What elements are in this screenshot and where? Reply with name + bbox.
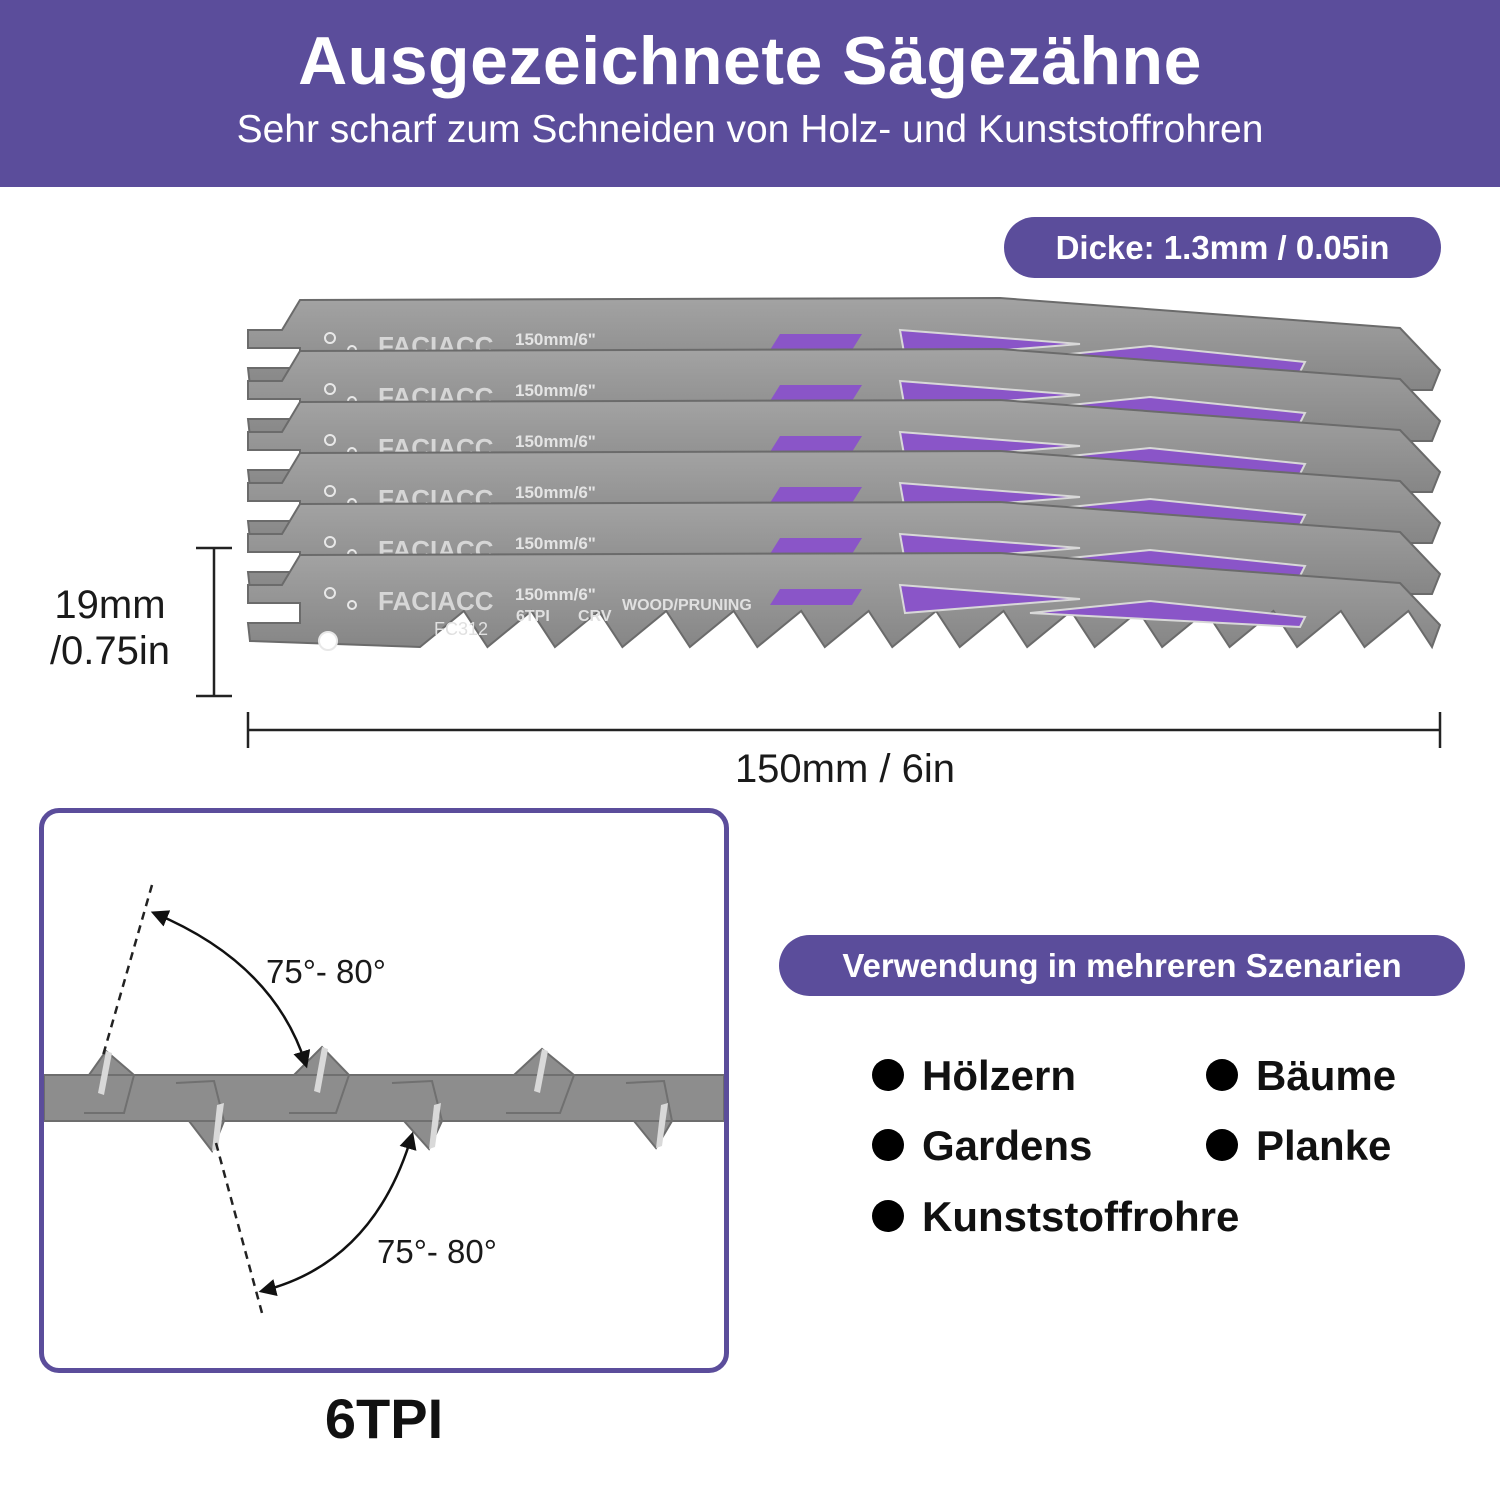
blade-hole	[318, 631, 338, 651]
page-title: Ausgezeichnete Sägezähne	[298, 23, 1202, 99]
bullet-icon	[872, 1058, 904, 1091]
usage-item-label: Bäume	[1256, 1052, 1397, 1099]
usage-item: Kunststoffrohre	[872, 1193, 1239, 1241]
blade-model: FC312	[434, 619, 488, 639]
angle-arc-bottom	[258, 1131, 417, 1297]
angle-label-top: 75°- 80°	[266, 953, 386, 990]
blade-size: 150mm/6"	[515, 534, 596, 553]
usage-item-label: Planke	[1256, 1122, 1392, 1169]
tpi-caption: 6TPI	[324, 1387, 444, 1450]
blade-size: 150mm/6"	[515, 330, 596, 349]
blade-tpi: 6TPI	[516, 608, 550, 625]
blade-stripe	[898, 583, 1081, 615]
height-label-mm: 19mm	[54, 583, 166, 627]
blade-stripe	[770, 385, 862, 401]
blade-stripe	[770, 589, 862, 605]
height-label-in: /0.75in	[49, 629, 171, 673]
usage-item: Planke	[1206, 1122, 1391, 1170]
blade-size: 150mm/6"	[515, 432, 596, 451]
blade-stripe	[1029, 599, 1307, 629]
tooth-band	[44, 1045, 724, 1154]
blade-hole	[324, 587, 336, 599]
height-label: 19mm /0.75in	[30, 582, 190, 674]
usage-item: Bäume	[1206, 1052, 1396, 1100]
angle-reference-top	[100, 884, 154, 1060]
blade-hole	[324, 536, 336, 548]
usage-item: Gardens	[872, 1122, 1092, 1170]
blade-stripe	[770, 487, 862, 503]
blade-hole	[324, 383, 336, 395]
blade-brand: FACIACC	[378, 586, 494, 616]
usage-item-label: Hölzern	[922, 1052, 1077, 1099]
height-dimension-line	[196, 546, 232, 698]
blade-application: WOOD/PRUNING	[622, 597, 752, 614]
blade-hole	[347, 600, 357, 610]
blade-hole	[324, 332, 336, 344]
blade-stripe	[770, 538, 862, 554]
bullet-icon	[1206, 1128, 1238, 1161]
width-label: 150mm / 6in	[734, 747, 956, 791]
page-subtitle: Sehr scharf zum Schneiden von Holz- und …	[236, 108, 1264, 151]
blade-stripe	[770, 436, 862, 452]
tooth-detail-panel: 75°- 80° 75°- 80°	[39, 808, 729, 1373]
angle-reference-bottom	[214, 1142, 264, 1314]
thickness-badge: Dicke: 1.3mm / 0.05in	[1004, 217, 1441, 278]
bullet-icon	[872, 1199, 904, 1232]
header-banner: Ausgezeichnete Sägezähne Sehr scharf zum…	[0, 0, 1500, 187]
blade-size: 150mm/6"	[515, 585, 596, 604]
angle-label-bottom: 75°- 80°	[377, 1233, 497, 1270]
blade-hole	[324, 434, 336, 446]
usage-item-label: Gardens	[922, 1122, 1093, 1169]
usage-badge: Verwendung in mehreren Szenarien	[779, 935, 1465, 996]
bullet-icon	[872, 1128, 904, 1161]
blade-material: CRV	[578, 608, 612, 625]
blade-size: 150mm/6"	[515, 483, 596, 502]
blade-hole	[324, 485, 336, 497]
angle-arc-top	[150, 910, 311, 1069]
blade-stripe	[770, 334, 862, 350]
usage-item-label: Kunststoffrohre	[922, 1193, 1240, 1240]
usage-item: Hölzern	[872, 1052, 1076, 1100]
blade-size: 150mm/6"	[515, 381, 596, 400]
saw-blade: FACIACC 150mm/6" FC312 6TPI CRV WOOD/PRUNING	[246, 551, 1442, 651]
bullet-icon	[1206, 1058, 1238, 1091]
tooth-profile-diagram	[44, 884, 724, 1314]
width-dimension-line	[246, 712, 1442, 748]
